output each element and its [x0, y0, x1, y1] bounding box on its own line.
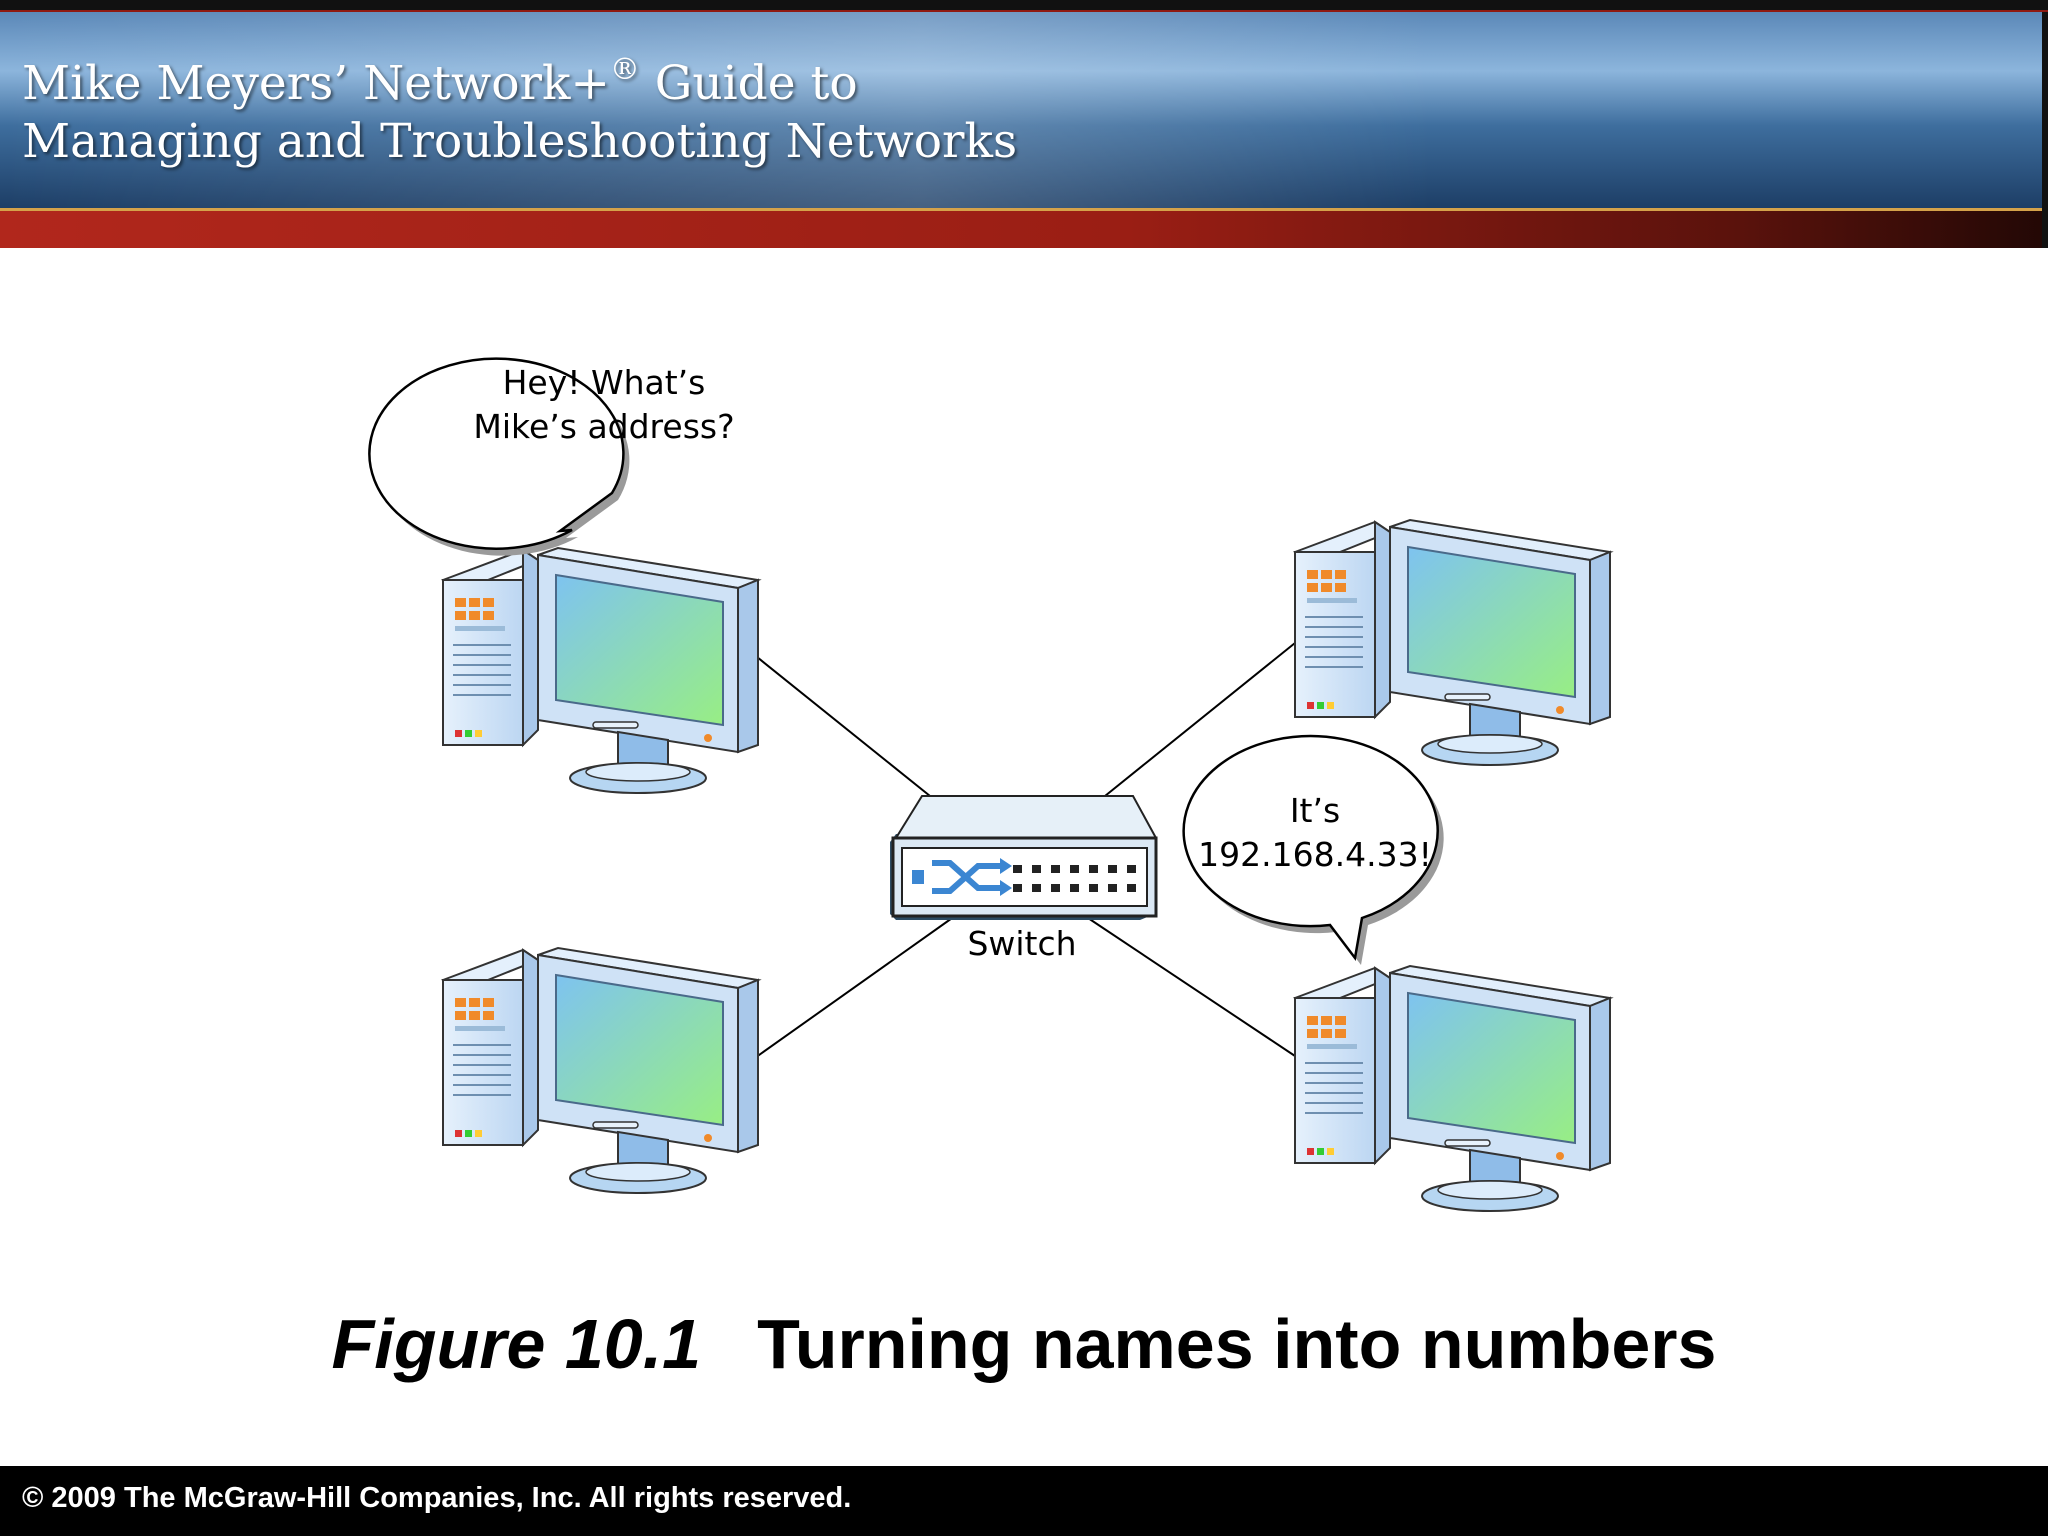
network-switch-icon [890, 795, 1158, 920]
figure-title: Turning names into numbers [757, 1305, 1717, 1383]
computer-bottom-left [442, 947, 759, 1194]
computer-bottom-right [1294, 965, 1611, 1212]
copyright-notice: © 2009 The McGraw-Hill Companies, Inc. A… [22, 1482, 852, 1514]
slide-header: Mike Meyers’ Network+® Guide to Managing… [0, 0, 2048, 248]
computer-top-right [1294, 519, 1611, 766]
book-title-line-2: Managing and Troubleshooting Networks [22, 114, 1018, 169]
speech-answer-line-2: 192.168.4.33! [1198, 835, 1432, 874]
computer-top-left [442, 547, 759, 794]
cable-top-left [751, 652, 931, 797]
speech-question-line-2: Mike’s address? [473, 407, 734, 446]
header-top-line [0, 0, 2048, 10]
network-diagram: Switch Hey! What’s Mike’s address? It’s … [368, 357, 1611, 1212]
header-banner-image [0, 12, 2048, 208]
book-title-line-1: Mike Meyers’ Network+® Guide to [22, 52, 858, 111]
switch-label: Switch [967, 924, 1076, 963]
figure-caption: Figure 10.1 Turning names into numbers [0, 1304, 2048, 1384]
figure-number: Figure 10.1 [331, 1305, 702, 1383]
cable-bottom-right [1084, 915, 1296, 1057]
speech-question-line-1: Hey! What’s [503, 363, 706, 402]
slide-footer: © 2009 The McGraw-Hill Companies, Inc. A… [0, 1466, 2048, 1536]
header-red-band [0, 208, 2048, 248]
cable-top-right [1104, 642, 1296, 797]
header-edge [2042, 12, 2048, 248]
speech-bubble-question: Hey! What’s Mike’s address? [368, 357, 735, 556]
cable-bottom-left [751, 915, 956, 1061]
speech-bubble-answer: It’s 192.168.4.33! [1182, 734, 1444, 965]
speech-answer-line-1: It’s [1290, 791, 1340, 830]
